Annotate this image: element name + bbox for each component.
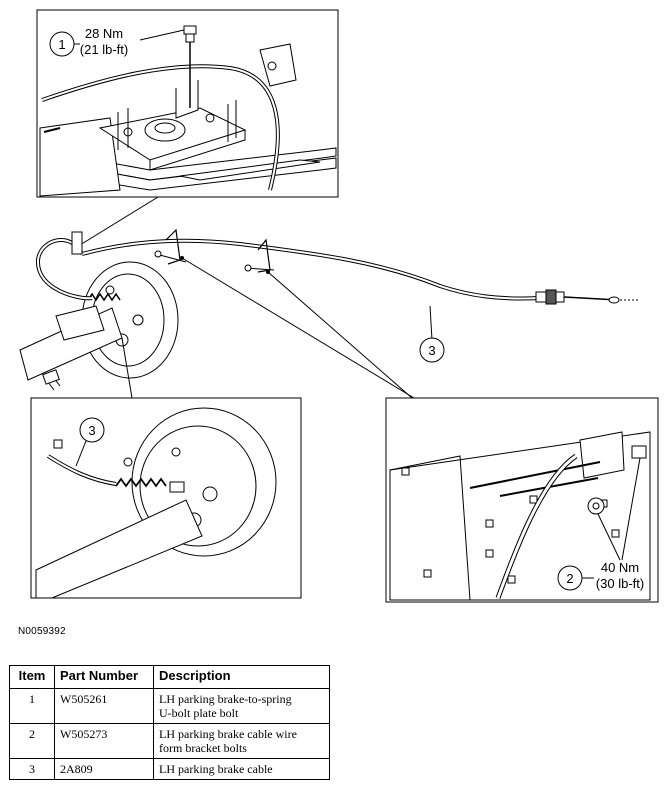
header-item: Item (9, 665, 55, 689)
callout-2-number: 2 (566, 571, 573, 586)
header-part-number: Part Number (54, 665, 154, 689)
inset-wire-form-bracket: 2 40 Nm (30 lb-ft) (385, 397, 659, 603)
row-item: 3 (9, 758, 55, 780)
table-row: 3 2A809 LH parking brake cable (9, 758, 330, 780)
row-description-line2: form bracket bolts (159, 741, 247, 755)
header-description: Description (153, 665, 330, 689)
parts-table: Item Part Number Description 1 W505261 L… (9, 665, 330, 780)
callout-1-number: 1 (58, 37, 65, 52)
inset-spring-plate-bolt: 1 28 Nm (21 lb-ft) (36, 9, 339, 198)
callout-1-torque-lbft: (21 lb-ft) (80, 42, 128, 57)
parts-table-header: Item Part Number Description (9, 665, 330, 689)
row-description-line2: U-bolt plate bolt (159, 706, 239, 720)
callout-3-main-number: 3 (428, 343, 435, 358)
callout-2-torque-lbft: (30 lb-ft) (596, 576, 644, 591)
row-item: 2 (9, 723, 55, 759)
figure-id: N0059392 (18, 626, 66, 637)
callout-2-torque-nm: 40 Nm (601, 560, 639, 575)
row-description: LH parking brake cable (153, 758, 330, 780)
parking-brake-cable-diagram: 1 28 Nm (21 lb-ft) (19, 9, 659, 603)
row-description-line1: LH parking brake-to-spring (159, 692, 292, 706)
row-item: 1 (9, 688, 55, 724)
callout-3-detail-number: 3 (88, 423, 95, 438)
row-description-line1: LH parking brake cable wire (159, 727, 297, 741)
row-part-number: W505273 (54, 723, 154, 759)
row-description-line1: LH parking brake cable (159, 762, 273, 776)
row-part-number: W505261 (54, 688, 154, 724)
inset-brake-cable-end: 3 (30, 397, 302, 599)
callout-1-torque-nm: 28 Nm (85, 26, 123, 41)
row-part-number: 2A809 (54, 758, 154, 780)
main-assembly-view: 3 (19, 228, 640, 399)
